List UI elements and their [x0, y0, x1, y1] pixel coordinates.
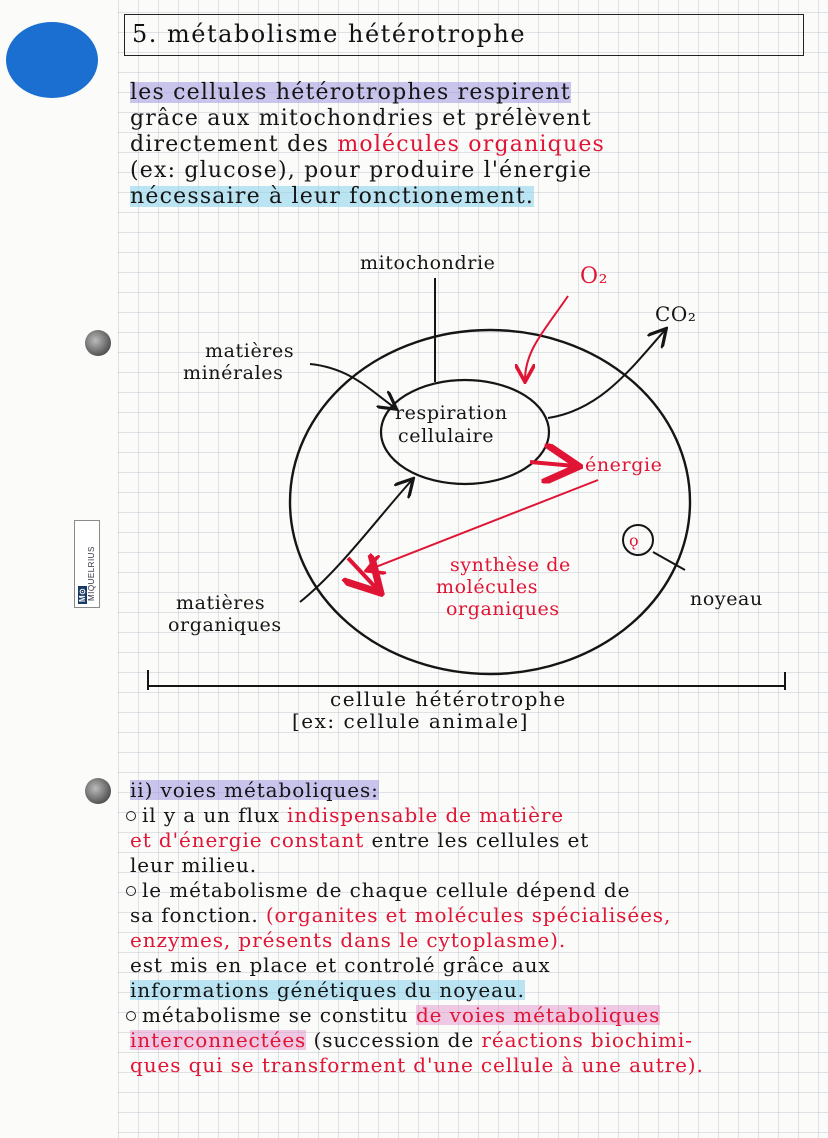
label-mitochondrie: mitochondrie	[360, 252, 496, 274]
label-o2: O₂	[580, 264, 609, 289]
blue-sticker-dot	[6, 22, 98, 98]
section2-heading: ii) voies métaboliques:	[130, 778, 379, 802]
diagram-caption: cellule hétérotrophe [ex: cellule animal…	[292, 687, 567, 732]
intro-line-4: (ex: glucose), pour produire l'énergie	[130, 158, 593, 183]
brand-text: M⊙ MIQUELRIUS	[78, 546, 96, 604]
bullet3-line1: métabolisme se constitu de voies métabol…	[126, 1003, 820, 1028]
binder-hole-top	[85, 330, 111, 356]
bullet1-line2: et d'énergie constant entre les cellules…	[130, 828, 590, 852]
bullet-dot	[126, 885, 136, 896]
bullet2-line4: est mis en place et controlé grâce aux	[130, 953, 551, 977]
label-organiques-2: organiques	[168, 614, 282, 636]
energie-arrow	[529, 462, 575, 466]
intro-line-5: nécessaire à leur fonctionement.	[130, 184, 535, 209]
intro-line-1: les cellules hétérotrophes respirent	[130, 80, 571, 105]
label-energie: énergie	[585, 454, 663, 476]
intro-line-3: directement des molécules organiques	[130, 132, 606, 157]
bullet3-line2: interconnectées (succession de réactions…	[130, 1028, 693, 1052]
nucleus-glyph: ǫ	[629, 531, 639, 550]
co2-arrow	[547, 330, 665, 419]
page-title: 5. métabolisme hétérotrophe	[132, 20, 527, 48]
label-synthese-3: organiques	[446, 598, 560, 620]
label-respiration-1: respiration	[395, 402, 508, 424]
section-voies-metaboliques: ii) voies métaboliques: il y a un flux i…	[126, 778, 820, 1078]
bullet3-line3: ques qui se transforment d'une cellule à…	[130, 1053, 704, 1077]
label-respiration-2: cellulaire	[398, 425, 495, 447]
bullet1-line1: il y a un flux indispensable de matière	[126, 803, 820, 828]
binder-hole-bottom	[85, 778, 111, 804]
brand-logo: M⊙	[78, 585, 87, 604]
label-synthese-1: synthèse de	[450, 554, 571, 576]
page-margin	[0, 0, 118, 1138]
nucleus	[622, 524, 654, 556]
caption-line-1: cellule hétérotrophe	[330, 687, 567, 711]
bullet2-line1: le métabolisme de chaque cellule dépend …	[126, 878, 820, 903]
bullet-dot	[126, 810, 136, 821]
brand-label: M⊙ MIQUELRIUS	[74, 520, 100, 608]
label-organiques-1: matières	[176, 592, 266, 614]
label-synthese-2: molécules	[436, 576, 539, 598]
bullet2-line2: sa fonction. (organites et molécules spé…	[130, 903, 672, 927]
label-minerales-2: minérales	[183, 362, 284, 384]
cell-diagram: ǫ	[147, 278, 786, 690]
minerales-arrow	[309, 363, 395, 408]
noyeau-pointer	[652, 551, 686, 571]
organiques-to-mito-arrow	[299, 480, 412, 603]
o2-arrow	[525, 295, 569, 380]
label-minerales-1: matières	[205, 340, 295, 362]
synthese-arrow	[348, 558, 378, 590]
scale-bar	[147, 670, 786, 690]
energie-to-synthese-line	[368, 479, 599, 570]
bullet2-line3: enzymes, présents dans le cytoplasme).	[130, 928, 567, 952]
bullet1-line3: leur milieu.	[130, 853, 258, 877]
label-noyeau: noyeau	[690, 588, 763, 610]
bullet-dot	[126, 1010, 136, 1021]
intro-paragraph: les cellules hétérotrophes respirent grâ…	[130, 80, 790, 210]
intro-line-2: grâce aux mitochondries et prélèvent	[130, 106, 592, 131]
label-co2: CO₂	[655, 302, 697, 326]
caption-line-2: [ex: cellule animale]	[292, 709, 529, 733]
title-box	[124, 14, 804, 56]
mitochondria	[379, 378, 551, 486]
bullet2-line5: informations génétiques du noyeau.	[130, 978, 525, 1002]
cell-membrane	[288, 328, 692, 676]
